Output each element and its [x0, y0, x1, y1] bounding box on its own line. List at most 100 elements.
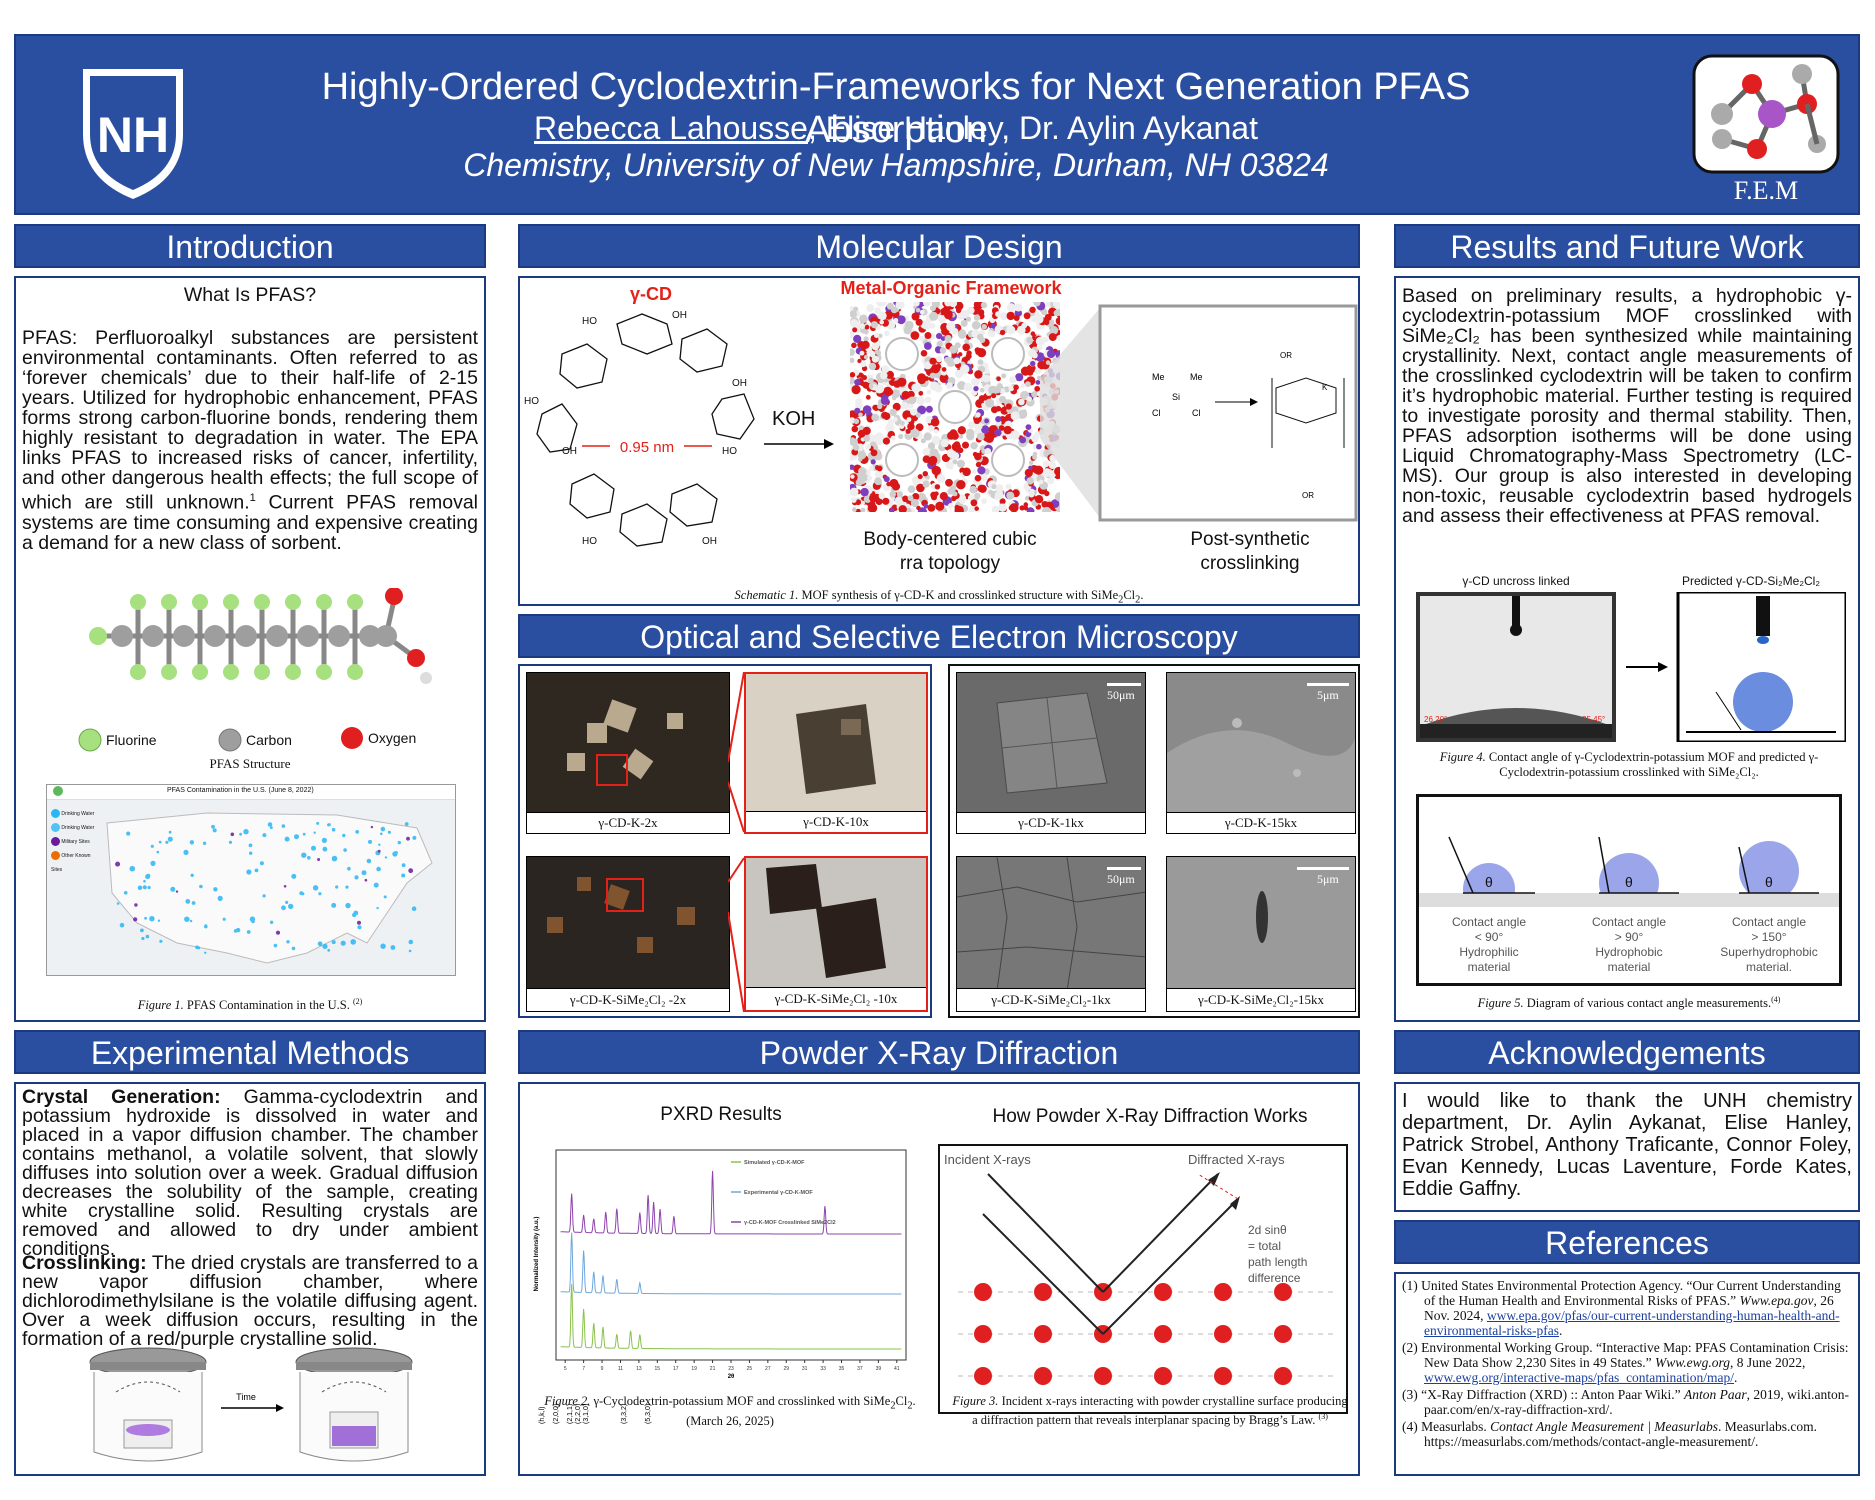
methods-crosslinking: Crosslinking: The dried crystals are tra…	[22, 1252, 478, 1350]
post-line-2: crosslinking	[1200, 553, 1300, 574]
map-site-dot	[134, 903, 138, 907]
figure-2-tail: . (March 26, 2025)	[686, 1394, 916, 1428]
map-site-dot	[246, 930, 251, 934]
map-site-dot	[335, 885, 339, 889]
lattice-atom	[1154, 1325, 1172, 1343]
map-site-dot	[342, 833, 346, 838]
map-site-dot	[368, 839, 372, 844]
methods-p1-bold: Crystal Generation:	[22, 1086, 221, 1108]
pxrd-tick-label: 17	[673, 1366, 679, 1372]
map-site-dot	[243, 829, 249, 835]
map-site-dot	[170, 886, 176, 892]
map-site-dot	[317, 941, 323, 947]
reference-item: (2) Environmental Working Group. “Intera…	[1402, 1340, 1849, 1385]
figure-2-label: Figure 2.	[544, 1394, 591, 1408]
optical-image-gcdk-2x: γ-CD-K-2x	[526, 672, 730, 834]
schematic-1-tail: Cl	[1123, 588, 1136, 602]
map-site-dot	[129, 865, 136, 872]
methods-p2-text: The dried crystals are transferred to a …	[22, 1252, 478, 1350]
map-site-dot	[373, 882, 379, 888]
pxrd-tick-label: 23	[728, 1366, 734, 1372]
lattice-atom	[1274, 1367, 1292, 1385]
si-atom: Si	[1172, 392, 1180, 402]
sem-scale-1: 50μm	[1107, 688, 1135, 702]
figure-5-label: Figure 5.	[1477, 996, 1524, 1011]
map-legend-1: Drinking Water	[61, 825, 95, 831]
references-list: (1) United States Environmental Protecti…	[1402, 1278, 1854, 1451]
methods-crystal-generation: Crystal Generation: Gamma-cyclodextrin a…	[22, 1086, 478, 1259]
map-site-dot	[394, 851, 398, 855]
pxrd-tick-label: 15	[655, 1366, 661, 1372]
map-site-dot	[380, 832, 383, 836]
pxrd-legend-label: Simulated γ-CD-K-MOF	[744, 1160, 805, 1166]
acknowledgements-panel: I would like to thank the UNH chemistry …	[1394, 1082, 1860, 1212]
pxrd-tick-label: 25	[747, 1366, 753, 1372]
map-site-dot	[387, 830, 391, 834]
lattice-atom	[1214, 1283, 1232, 1301]
map-site-dot	[291, 946, 296, 951]
map-site-dot	[411, 906, 417, 911]
map-site-dot	[222, 917, 226, 921]
map-site-dot	[408, 939, 414, 945]
poster-title: Highly-Ordered Cyclodextrin-Frameworks f…	[321, 66, 1471, 151]
map-site-dot	[317, 858, 321, 861]
map-site-dot	[197, 946, 201, 950]
pxrd-tick-label: 19	[691, 1366, 697, 1372]
figure-1-label: Figure 1.	[137, 998, 184, 1013]
atom-oh-2: OH	[732, 378, 747, 389]
map-site-dot	[376, 866, 381, 872]
unh-logo-text: NH	[97, 107, 169, 163]
references-heading: References	[1394, 1220, 1860, 1264]
reference-link[interactable]: www.ewg.org/interactive-maps/pfas_contam…	[1424, 1370, 1735, 1385]
map-site-dot	[345, 885, 349, 889]
map-site-dot	[269, 826, 273, 830]
mof-pore	[938, 390, 972, 424]
results-heading: Results and Future Work	[1394, 224, 1860, 268]
map-site-dot	[150, 860, 156, 866]
methods-panel: Crystal Generation: Gamma-cyclodextrin a…	[14, 1082, 486, 1476]
hkl-label: (3,1,0)	[583, 1404, 590, 1424]
path-label-1: 2d sinθ	[1248, 1223, 1287, 1237]
schematic-1-text: MOF synthesis of γ-CD-K and crosslinked …	[798, 588, 1119, 602]
results-body: Based on preliminary results, a hydropho…	[1402, 285, 1852, 527]
pxrd-tick-label: 13	[636, 1366, 642, 1372]
k-atom: K	[1322, 383, 1328, 392]
intro-panel: What Is PFAS? PFAS: Perfluoroalkyl subst…	[14, 276, 486, 1022]
map-site-dot	[199, 884, 203, 889]
map-site-dot	[145, 934, 150, 939]
map-site-dot	[331, 855, 338, 862]
reference-item: (1) United States Environmental Protecti…	[1402, 1278, 1841, 1338]
map-site-dot	[322, 846, 328, 852]
map-site-dot	[175, 890, 179, 893]
map-site-dot	[167, 836, 173, 842]
pfas-structure-caption: PFAS Structure	[209, 756, 291, 771]
lattice-atom	[1094, 1367, 1112, 1385]
atom-oh-3: OH	[562, 446, 577, 457]
sem-image-crosslinked-1kx: 50μm γ-CD-K-SiMe₂Cl₂-1kx	[956, 856, 1146, 1012]
mof-pore	[885, 443, 919, 477]
path-label-4: difference	[1248, 1271, 1301, 1285]
figure-1-ref: (2)	[352, 997, 363, 1006]
map-site-dot	[331, 827, 336, 832]
map-site-dot	[133, 917, 138, 922]
map-site-dot	[144, 916, 147, 920]
optical-label-1: γ-CD-K-2x	[527, 812, 729, 833]
cl-2: Cl	[1192, 408, 1201, 418]
reference-link[interactable]: www.epa.gov/pfas/our-current-understandi…	[1424, 1308, 1840, 1338]
sem-scale-2: 5μm	[1317, 688, 1339, 702]
map-site-dot	[217, 895, 223, 901]
vapor-diffusion-diagram: Time	[89, 1347, 413, 1462]
hkl-label: (2,2,0)	[575, 1404, 582, 1424]
map-site-dot	[189, 919, 193, 923]
map-site-dot	[361, 870, 367, 876]
si-me-2: Me	[1190, 372, 1203, 382]
optical-image-crosslinked-10x: γ-CD-K-SiMe₂Cl₂ -10x	[744, 856, 928, 1012]
map-site-dot	[340, 940, 346, 946]
references-panel: (1) United States Environmental Protecti…	[1394, 1272, 1860, 1476]
map-site-dot	[212, 828, 217, 833]
map-site-dot	[183, 849, 189, 855]
map-site-dot	[284, 836, 290, 842]
time-label: Time	[236, 1392, 256, 1402]
map-site-dot	[318, 892, 322, 896]
